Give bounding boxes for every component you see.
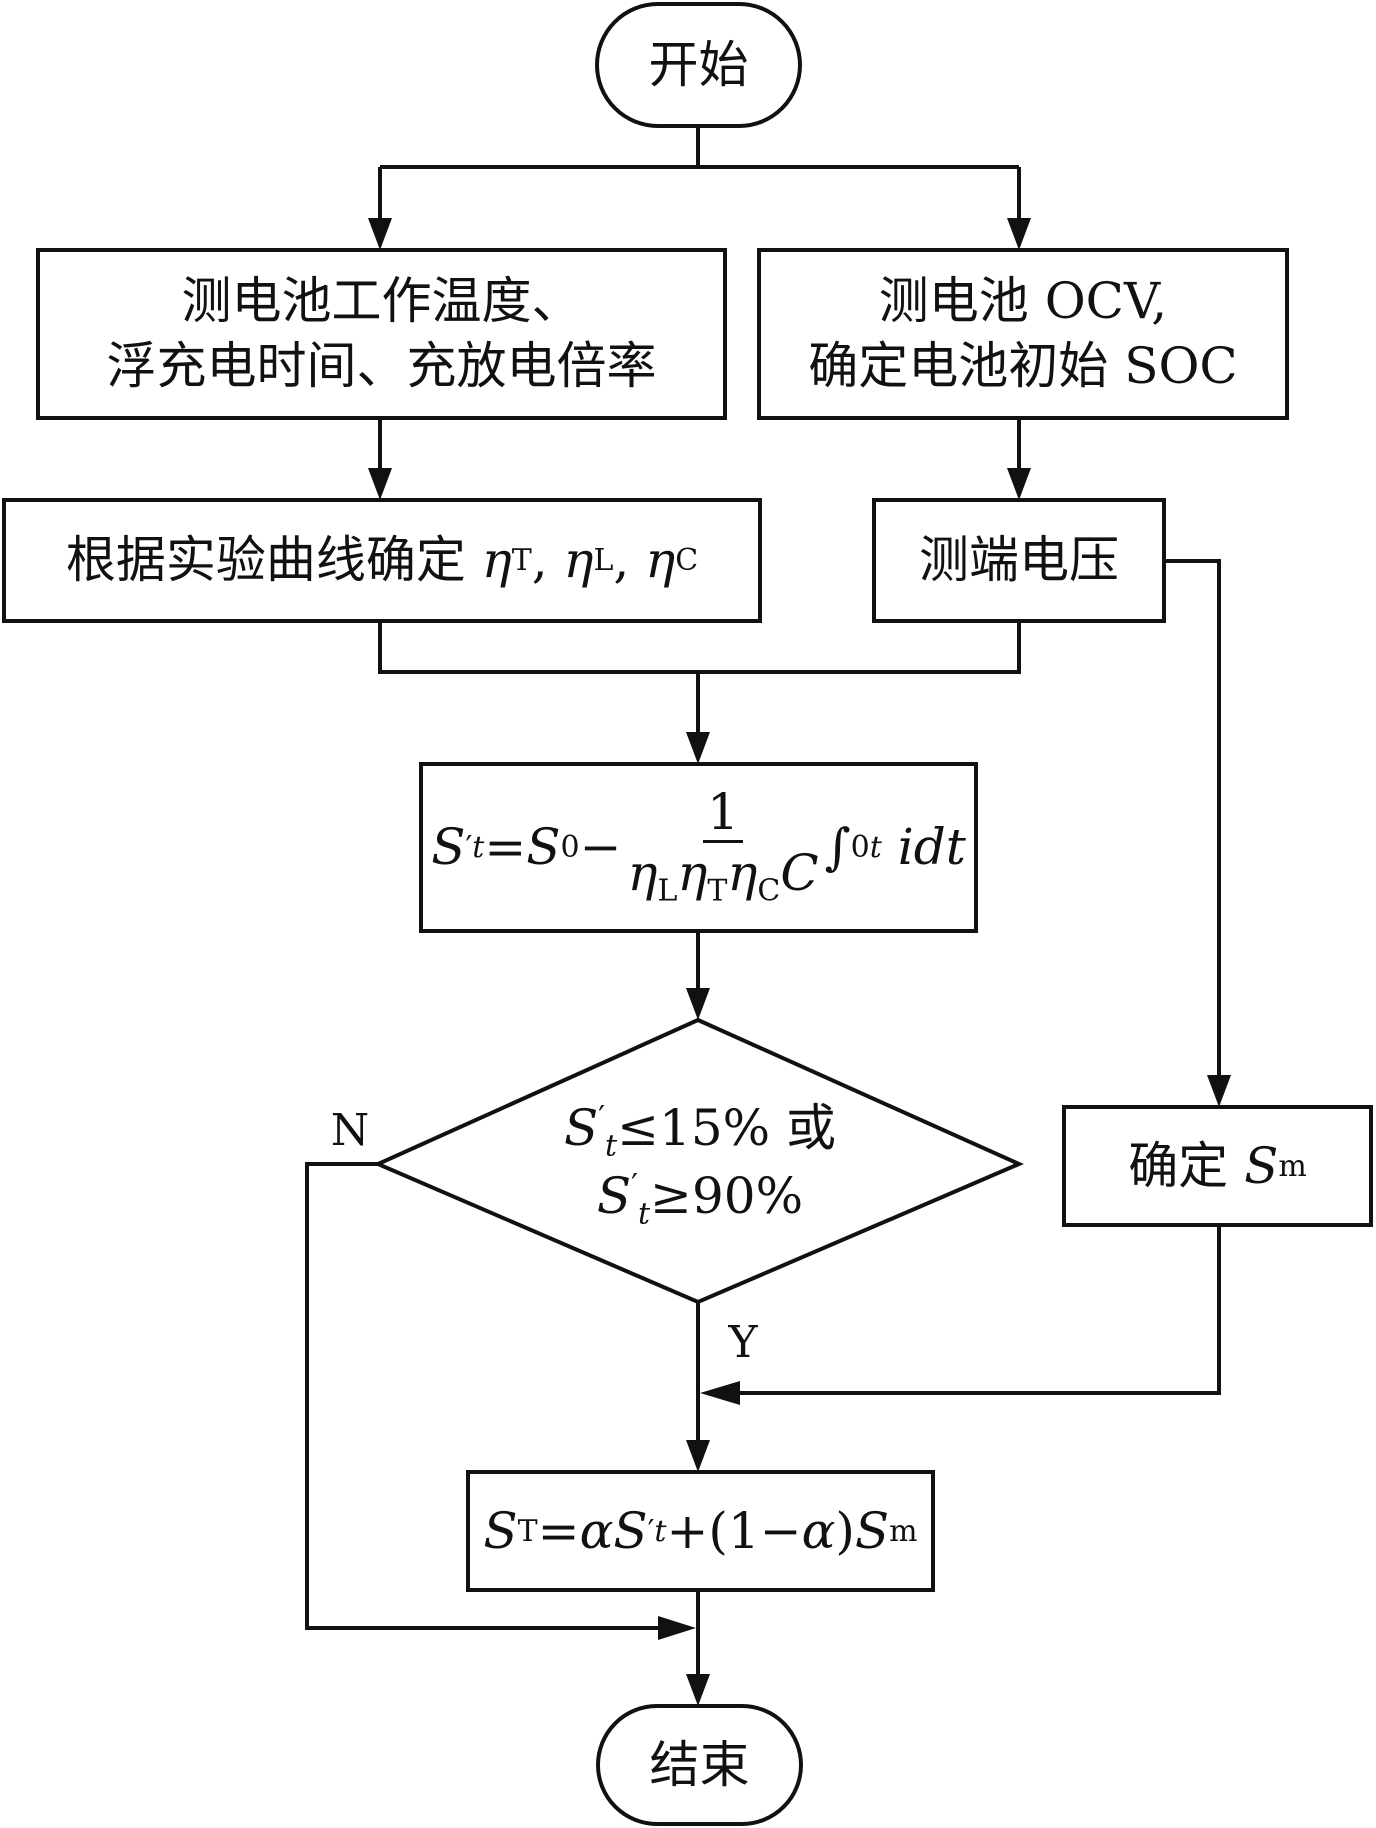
end-label: 结束 (649, 1735, 750, 1794)
decision-line-1: S′t≤15% 或 (563, 1099, 837, 1164)
efficiency-text: 根据实验曲线确定 (65, 531, 466, 589)
connector-start-split (378, 126, 1021, 220)
yes-branch-label: Y (728, 1317, 758, 1369)
measure-conditions-line-1: 测电池工作温度、 (181, 272, 582, 330)
arrowhead (686, 732, 710, 764)
arrowhead (686, 988, 710, 1020)
start-label: 开始 (648, 35, 749, 94)
integral-upper-limit: t (869, 830, 882, 865)
formula-symbol: S (431, 818, 466, 876)
measure-ocv-line-1: 测电池 OCV, (878, 272, 1168, 330)
arrowhead (686, 1674, 710, 1706)
measure-conditions-box (36, 248, 727, 420)
measure-conditions-label: 测电池工作温度、 浮充电时间、充放电倍率 (38, 250, 725, 418)
measure-conditions-line-2: 浮充电时间、充放电倍率 (106, 337, 657, 395)
formula-subscript: 0 (560, 830, 580, 865)
weighted-soc-formula-box (466, 1470, 935, 1592)
fraction-numerator: 1 (703, 785, 743, 844)
measure-ocv-line-2: 确定电池初始 SOC (808, 337, 1238, 395)
formula-operator: − (579, 818, 622, 876)
arrowhead (1007, 468, 1031, 500)
integrand: idt (897, 818, 966, 876)
formula-symbol: S (526, 818, 561, 876)
connector-sm-to-yes (738, 1225, 1221, 1395)
integral-sign: ∫ (824, 818, 851, 876)
decision-line-2: S′t≥90% (596, 1167, 804, 1232)
efficiency-coefficients-box (2, 498, 762, 623)
sm-subscript: m (1278, 1148, 1307, 1184)
soc-threshold-label: S′t≤15% 或 S′t≥90% (470, 1090, 930, 1240)
eta-subscript: T (511, 543, 532, 578)
determine-sm-text: 确定 (1128, 1136, 1229, 1195)
no-branch-label: N (330, 1105, 370, 1157)
end-terminal (596, 1704, 803, 1826)
determine-sm-box (1062, 1105, 1373, 1227)
arrowhead (368, 218, 392, 250)
arrowhead (686, 1440, 710, 1472)
measure-ocv-box (757, 248, 1289, 420)
formula-fraction: 1 ηLηTηCC (628, 785, 819, 910)
formula-symbol: t (472, 830, 485, 865)
connector-no-branch (305, 1162, 660, 1630)
fraction-denominator: ηLηTηCC (627, 844, 819, 909)
arrowhead (658, 1616, 696, 1640)
arrowhead (700, 1381, 740, 1405)
eta-subscript: C (675, 543, 699, 578)
eta-symbol: η (481, 531, 512, 589)
sm-symbol: S (1244, 1136, 1279, 1195)
arrowhead (368, 468, 392, 500)
eta-symbol: η (645, 531, 676, 589)
arrowhead (1007, 218, 1031, 250)
connector-merge (378, 621, 1021, 734)
measure-terminal-voltage-label: 测端电压 (919, 531, 1119, 589)
connector-voltage-to-sm (1164, 559, 1221, 1077)
eta-subscript: L (593, 543, 614, 578)
eta-symbol: η (563, 531, 594, 589)
arrowhead (1207, 1075, 1231, 1107)
measure-ocv-label: 测电池 OCV, 确定电池初始 SOC (759, 250, 1287, 418)
integral-lower-limit: 0 (850, 830, 870, 865)
